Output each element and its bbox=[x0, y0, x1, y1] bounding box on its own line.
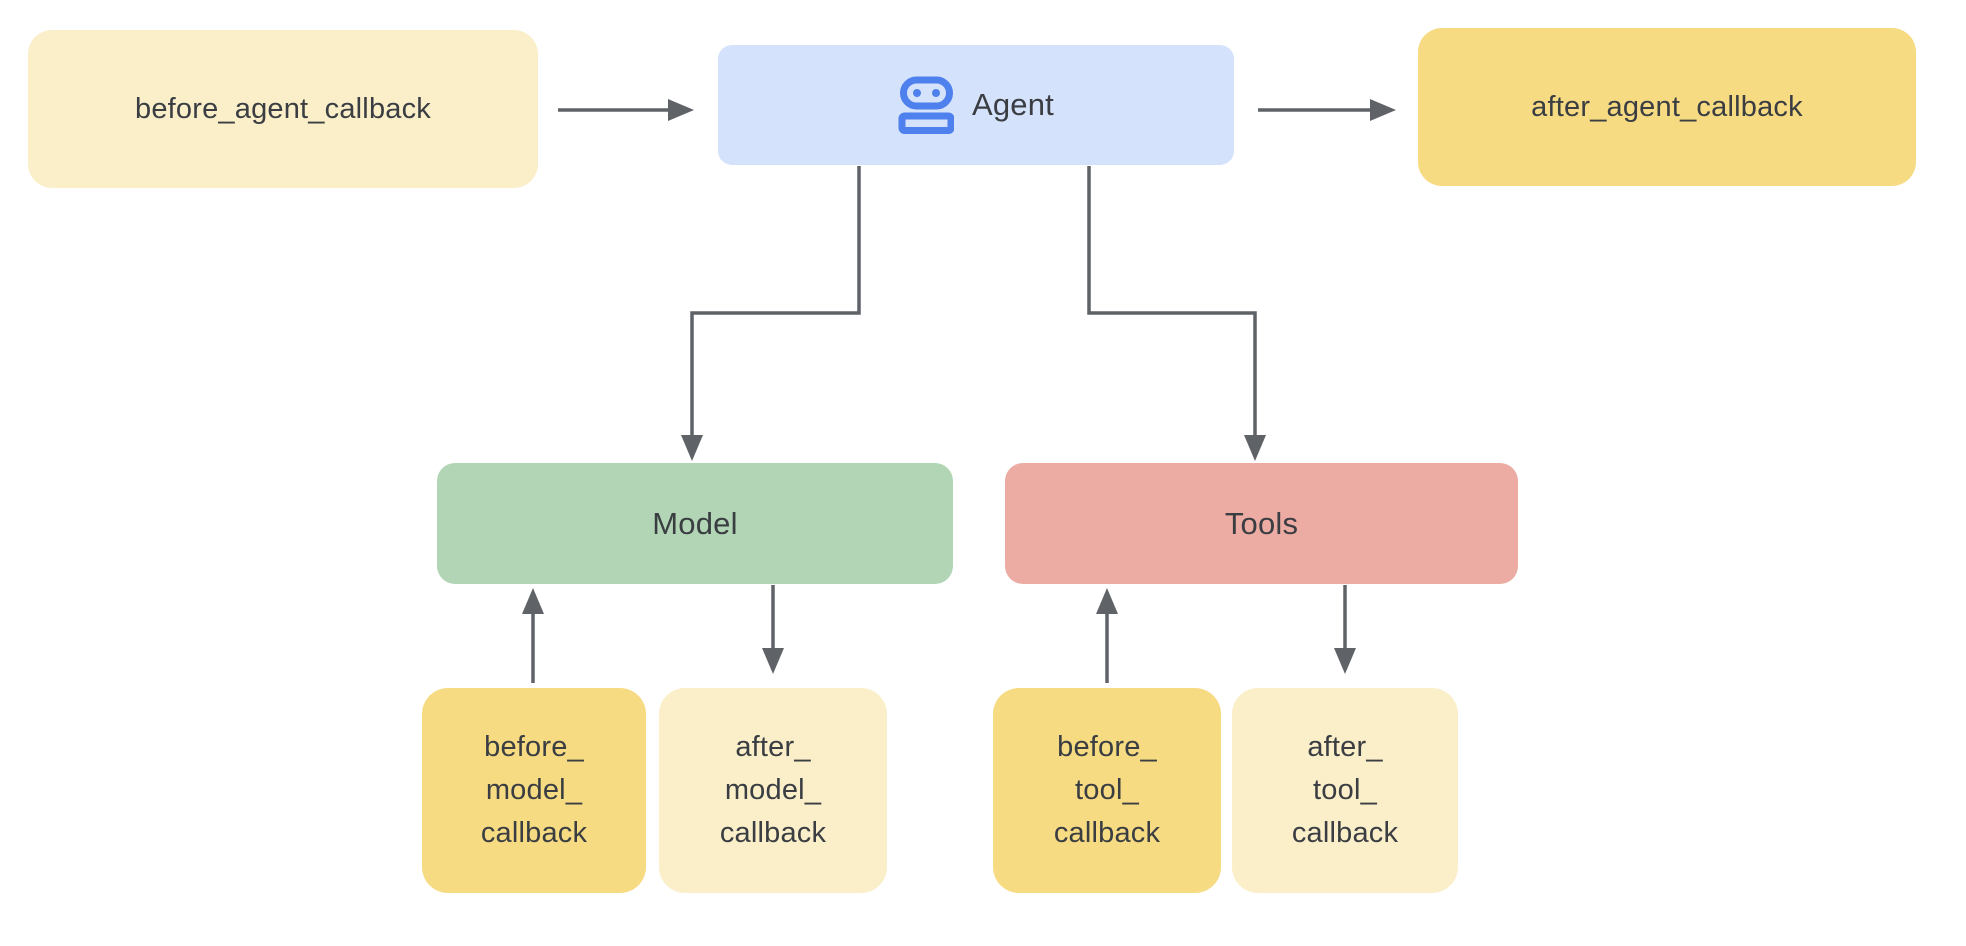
node-label: after_agent_callback bbox=[1531, 90, 1803, 123]
node-label: after_ tool_ callback bbox=[1291, 731, 1399, 849]
node-label: Model bbox=[652, 505, 738, 541]
edge-agent-to-model-arrowhead bbox=[681, 435, 703, 461]
node-before-tool-callback: before_ tool_ callback bbox=[993, 688, 1221, 893]
node-after-agent-callback: after_agent_callback bbox=[1418, 28, 1916, 186]
node-tools: Tools bbox=[1005, 463, 1518, 584]
robot-icon bbox=[898, 76, 954, 134]
edge-tools-to-after-tool-arrowhead bbox=[1334, 648, 1356, 674]
edge-agent-to-after-agent-arrowhead bbox=[1370, 99, 1396, 121]
node-label: before_ tool_ callback bbox=[1053, 731, 1161, 849]
node-model: Model bbox=[437, 463, 953, 584]
edge-agent-to-model bbox=[690, 166, 861, 435]
edge-agent-to-tools-arrowhead bbox=[1244, 435, 1266, 461]
edge-agent-to-tools bbox=[1087, 166, 1257, 435]
edge-before-tool-to-tools-arrowhead bbox=[1096, 588, 1118, 614]
node-after-tool-callback: after_ tool_ callback bbox=[1232, 688, 1458, 893]
edge-before-model-to-model-arrowhead bbox=[522, 588, 544, 614]
node-before-agent-callback: before_agent_callback bbox=[28, 30, 538, 188]
node-label: before_agent_callback bbox=[134, 92, 432, 125]
node-label: after_ model_ callback bbox=[719, 731, 827, 849]
node-label: Agent bbox=[971, 87, 1054, 123]
edge-before-agent-to-agent-arrowhead bbox=[668, 99, 694, 121]
node-label: before_ model_ callback bbox=[480, 731, 588, 849]
edge-model-to-after-model-arrowhead bbox=[762, 648, 784, 674]
node-after-model-callback: after_ model_ callback bbox=[659, 688, 887, 893]
node-label: Tools bbox=[1224, 505, 1299, 541]
node-agent: Agent bbox=[718, 45, 1234, 165]
node-before-model-callback: before_ model_ callback bbox=[422, 688, 646, 893]
